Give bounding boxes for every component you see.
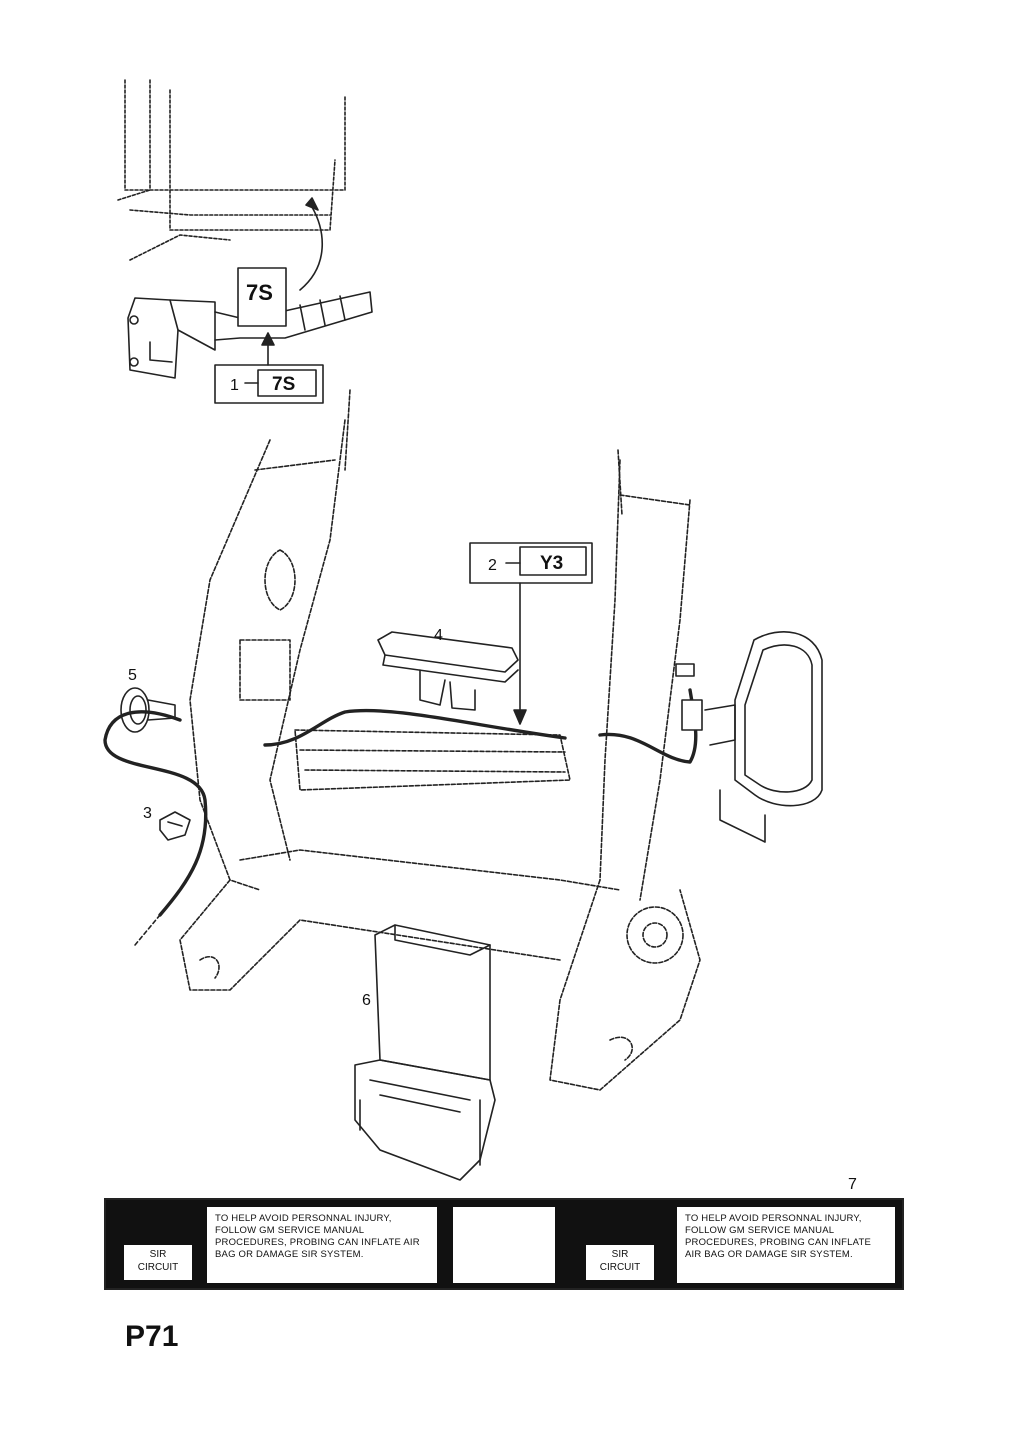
circuit-text-1: CIRCUIT [137, 1262, 179, 1273]
holder-4 [377, 631, 519, 711]
callout-1: 1 [230, 377, 239, 394]
sir-text-1: SIR [149, 1249, 167, 1260]
callout-6: 6 [362, 992, 371, 1009]
clip-3 [159, 811, 191, 841]
seat-frame [179, 389, 701, 1091]
sir-cell-right: SIR CIRCUIT [572, 1206, 664, 1284]
connector-7s-block [127, 291, 373, 379]
callout-5: 5 [128, 667, 137, 684]
callout-7: 7 [848, 1176, 857, 1193]
sir-circuit-left: SIR CIRCUIT [124, 1244, 192, 1280]
side-airbag-module [675, 631, 823, 843]
callout-4: 4 [434, 627, 443, 644]
detail-panel-outline [117, 79, 346, 261]
sir-cell-left: SIR CIRCUIT [110, 1206, 202, 1284]
detail-arrow [299, 206, 324, 291]
tag-7s [237, 267, 287, 327]
grommet-5 [120, 687, 176, 733]
tag-7s-text: 7S [246, 280, 273, 305]
sir-circuit-right: SIR CIRCUIT [586, 1244, 654, 1280]
sir-warning-label: SIR CIRCUIT TO HELP AVOID PERSONNAL INJU… [104, 1198, 904, 1290]
blank-cell [452, 1206, 556, 1284]
warning-text-right: TO HELP AVOID PERSONNAL INJURY, FOLLOW G… [676, 1206, 896, 1284]
connector-code-2: Y3 [540, 553, 563, 574]
callout-3: 3 [143, 805, 152, 822]
control-module-6 [354, 924, 496, 1181]
connector-code-1: 7S [272, 374, 295, 395]
page-code: P71 [125, 1320, 179, 1353]
circuit-text-2: CIRCUIT [599, 1262, 641, 1273]
sir-text-2: SIR [611, 1249, 629, 1260]
callout-2: 2 [488, 557, 497, 574]
warning-text-left: TO HELP AVOID PERSONNAL INJURY, FOLLOW G… [206, 1206, 438, 1284]
